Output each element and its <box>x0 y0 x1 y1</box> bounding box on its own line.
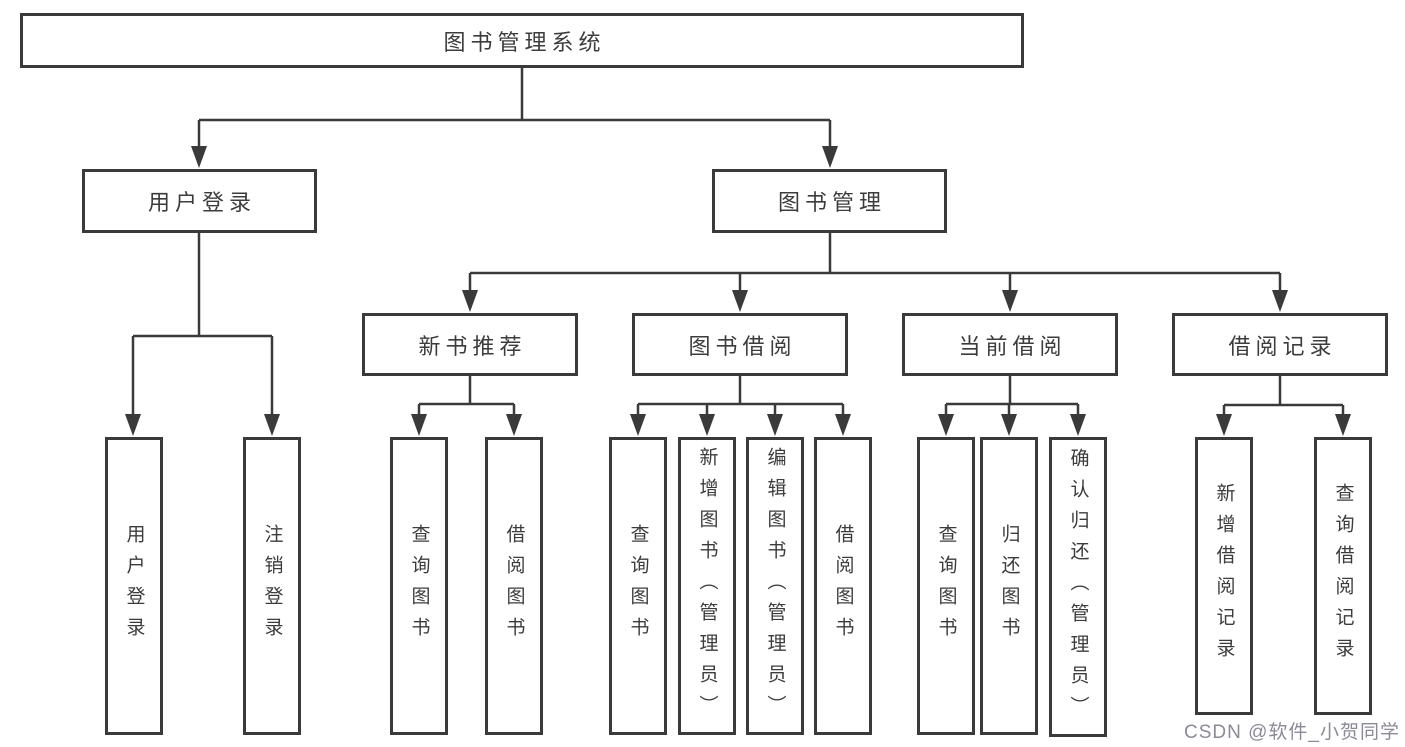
arrowhead <box>630 414 646 436</box>
leaf-user-login: 用户登录 <box>105 437 163 735</box>
csdn-watermark: CSDN @软件_小贺同学 <box>1184 722 1400 743</box>
arrowhead <box>1272 290 1288 312</box>
leaf-logout: 注销登录 <box>243 437 301 735</box>
arrowhead <box>1070 414 1086 436</box>
node-user-login: 用户登录 <box>82 169 317 233</box>
leaf-add-borrow-record: 新增借阅记录 <box>1195 437 1253 715</box>
leaf-query-books-recommend: 查询图书 <box>390 437 448 735</box>
arrowhead <box>1216 414 1232 436</box>
connector-new-book-children <box>417 376 516 416</box>
arrowhead <box>822 146 838 168</box>
leaf-query-books-borrow: 查询图书 <box>609 437 667 735</box>
leaf-add-books-admin: 新增图书（管理员） <box>678 437 736 735</box>
connector-user-login-children <box>131 233 274 416</box>
leaf-edit-books-admin: 编辑图书（管理员） <box>746 437 804 735</box>
arrowhead <box>1002 290 1018 312</box>
node-library-management-system: 图书管理系统 <box>20 13 1024 68</box>
arrowhead <box>462 290 478 312</box>
node-new-book-recommend: 新书推荐 <box>362 313 578 376</box>
leaf-query-books-current: 查询图书 <box>917 437 975 735</box>
node-book-borrow: 图书借阅 <box>632 313 848 376</box>
leaf-borrow-books: 借阅图书 <box>814 437 872 735</box>
arrowhead <box>1335 414 1351 436</box>
arrowhead <box>767 414 783 436</box>
arrowhead <box>125 414 141 436</box>
connector-current-borrow-children <box>944 376 1080 416</box>
arrowhead <box>732 290 748 312</box>
arrowhead <box>835 414 851 436</box>
leaf-borrow-books-recommend: 借阅图书 <box>485 437 543 735</box>
connector-root-to-level2 <box>197 68 832 148</box>
arrowhead <box>191 146 207 168</box>
connector-borrow-records-children <box>1222 376 1345 416</box>
arrowhead <box>699 414 715 436</box>
arrowhead <box>506 414 522 436</box>
leaf-return-books: 归还图书 <box>980 437 1038 735</box>
node-current-borrow: 当前借阅 <box>902 313 1118 376</box>
arrowhead <box>1001 414 1017 436</box>
arrowhead <box>938 414 954 436</box>
node-book-management: 图书管理 <box>712 169 947 233</box>
node-borrow-records: 借阅记录 <box>1172 313 1388 376</box>
arrowhead <box>264 414 280 436</box>
connector-book-mgmt-to-level3 <box>468 233 1282 292</box>
arrowhead <box>411 414 427 436</box>
leaf-query-borrow-record: 查询借阅记录 <box>1314 437 1372 715</box>
leaf-confirm-return-admin: 确认归还（管理员） <box>1049 437 1107 737</box>
connector-book-borrow-children <box>636 376 845 416</box>
